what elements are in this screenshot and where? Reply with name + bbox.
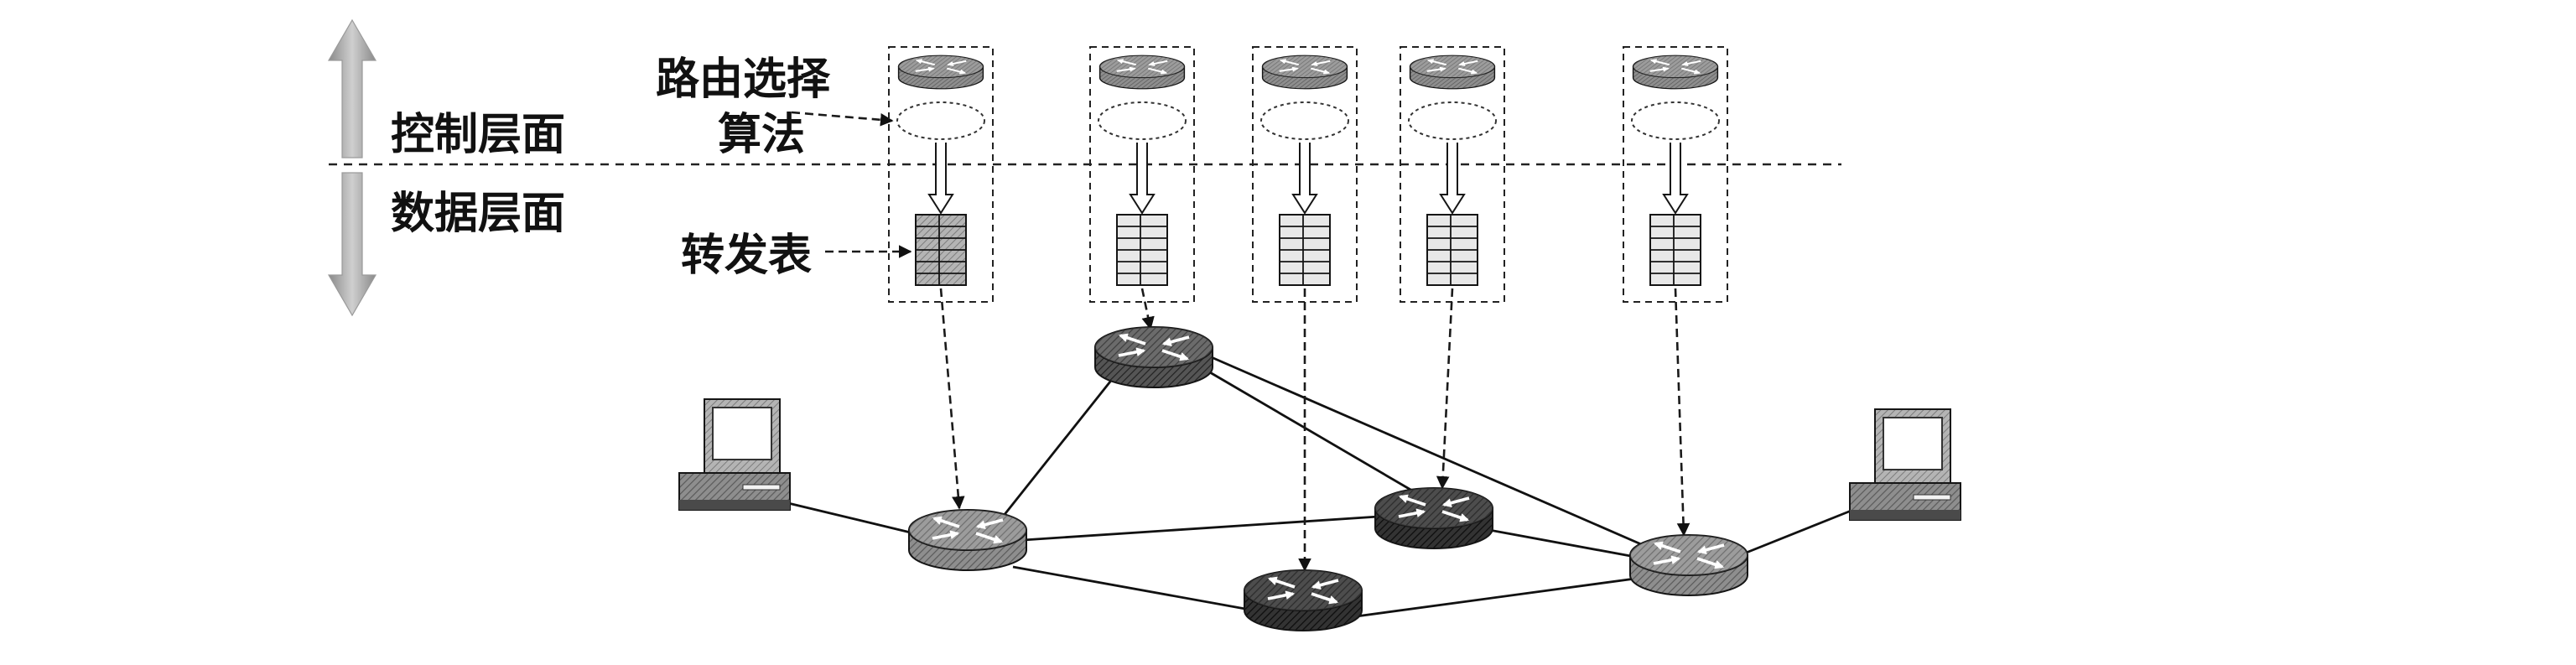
- controller-column-2: [1089, 46, 1195, 330]
- routing-algorithm-ellipse: [1408, 101, 1497, 140]
- routing-algorithm-ellipse: [896, 101, 985, 140]
- router-icon: [1100, 55, 1185, 89]
- callouts: 路由选择 算法 转发表: [656, 55, 912, 281]
- host-computer-icon-right: [1849, 408, 1961, 521]
- router-icon: [1410, 55, 1495, 89]
- controller-box: [1623, 46, 1728, 303]
- controller-box: [888, 46, 994, 303]
- router-icon: [899, 55, 984, 89]
- down-arrow-icon: [1130, 142, 1155, 214]
- router-icon: [1633, 55, 1718, 89]
- down-arrow-icon: [1440, 142, 1465, 214]
- forwarding-table-icon: [1279, 214, 1331, 286]
- controller-column-4: [1400, 46, 1505, 490]
- routing-algorithm-ellipse: [1260, 101, 1349, 140]
- forwarding-table-icon: [1116, 214, 1168, 286]
- link-r1-r3: [1022, 515, 1379, 542]
- routing-algorithm-ellipse: [1631, 101, 1720, 140]
- host-computer-icon-left: [678, 398, 791, 511]
- link-r2-r3: [1203, 367, 1423, 498]
- link-r4-r5: [1349, 577, 1636, 619]
- down-arrow-icon: [1292, 142, 1317, 214]
- plane-indicator: 控制层面 数据层面: [327, 18, 1841, 317]
- link-r1-r4: [1012, 565, 1255, 612]
- table-to-router-arrow: [1436, 288, 1454, 490]
- router-icon: [1263, 55, 1348, 89]
- link-r5-host-right: [1743, 508, 1854, 555]
- link-r3-r5: [1488, 528, 1636, 558]
- table-to-router-arrow: [1674, 288, 1690, 537]
- link-r1-r2: [1001, 377, 1115, 517]
- controller-column-3: [1252, 46, 1358, 572]
- controller-box: [1400, 46, 1505, 303]
- table-to-router-arrow: [939, 288, 965, 510]
- control-plane-label: 控制层面: [391, 110, 565, 160]
- routing-algorithm-pointer-arrow: [791, 111, 894, 127]
- forwarding-table-icon: [1649, 214, 1701, 286]
- down-arrow-icon: [1663, 142, 1688, 214]
- data-plane-down-arrow-icon: [327, 172, 377, 317]
- router-icon-r3: [1375, 488, 1493, 548]
- router-icon-r2: [1095, 327, 1213, 387]
- network-links: [787, 354, 1854, 619]
- network-devices: [678, 327, 1961, 631]
- router-icon-r4: [1244, 570, 1362, 631]
- table-to-router-arrow: [1140, 288, 1155, 330]
- forwarding-table-label: 转发表: [681, 231, 812, 281]
- routing-algorithm-label-line1: 路由选择: [656, 55, 831, 105]
- forwarding-table-icon: [915, 214, 967, 286]
- router-icon-r1: [909, 510, 1026, 570]
- routing-algorithm-ellipse: [1098, 101, 1187, 140]
- down-arrow-icon: [928, 142, 953, 214]
- link-r2-r5: [1207, 354, 1648, 548]
- data-plane-label: 数据层面: [391, 189, 565, 239]
- controller-column-1: [888, 46, 994, 510]
- controller-column-5: [1623, 46, 1728, 537]
- forwarding-table-icon: [1426, 214, 1478, 286]
- router-icon-r5: [1630, 535, 1748, 595]
- routing-algorithm-label-line2: 算法: [718, 110, 805, 160]
- control-plane-up-arrow-icon: [327, 18, 377, 158]
- controller-box: [1089, 46, 1195, 303]
- link-host-left-r1: [787, 501, 915, 535]
